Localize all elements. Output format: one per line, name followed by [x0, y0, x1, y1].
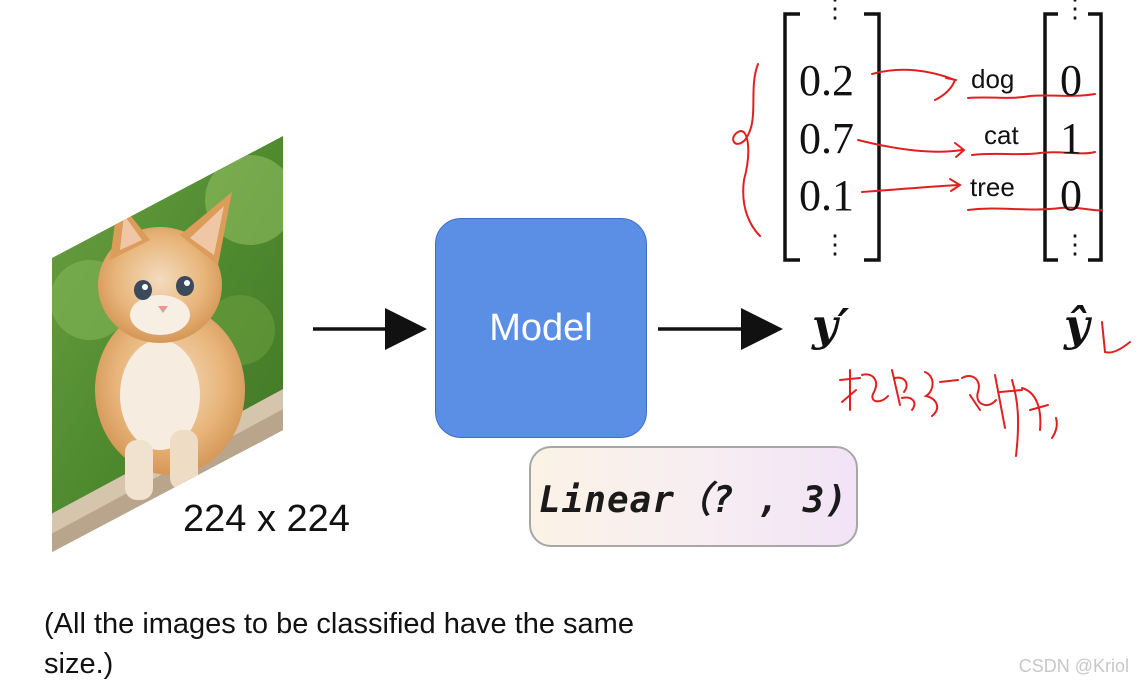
kitten-image [52, 136, 283, 552]
target-value-dog: 0 [1060, 56, 1082, 105]
class-label-dog: dog [971, 64, 1015, 94]
linear-layer-box: Linear（? , 3) [529, 446, 858, 547]
target-symbol: ŷ [1064, 300, 1090, 351]
pred-value-dog: 0.2 [799, 56, 854, 105]
right-vector-bracket-right [1088, 12, 1103, 262]
model-label: Model [489, 306, 593, 349]
vdots-top-right: ⋮ [1062, 0, 1088, 24]
class-label-cat: cat [984, 120, 1019, 150]
model-box: Model [435, 218, 647, 438]
red-annotations [732, 63, 1131, 457]
right-vector-bracket-left [1043, 12, 1058, 262]
left-vector-bracket-left [783, 12, 800, 262]
vdots-bottom-left: ⋮ [822, 230, 848, 260]
left-vector-bracket-right [864, 12, 881, 262]
watermark: CSDN @Kriol [1018, 656, 1129, 676]
vdots-bottom-right: ⋮ [1062, 230, 1088, 260]
linear-layer-label: Linear（? , 3) [538, 479, 849, 521]
target-value-tree: 0 [1060, 171, 1082, 220]
target-value-cat: 1 [1060, 114, 1082, 163]
pred-value-tree: 0.1 [799, 171, 854, 220]
output-symbol: y′ [812, 300, 850, 351]
note-text: (All the images to be classified have th… [44, 608, 634, 680]
vdots-top-left: ⋮ [822, 0, 848, 24]
image-size-label: 224 x 224 [183, 498, 350, 540]
pred-value-cat: 0.7 [799, 114, 854, 163]
class-label-tree: tree [970, 172, 1015, 202]
